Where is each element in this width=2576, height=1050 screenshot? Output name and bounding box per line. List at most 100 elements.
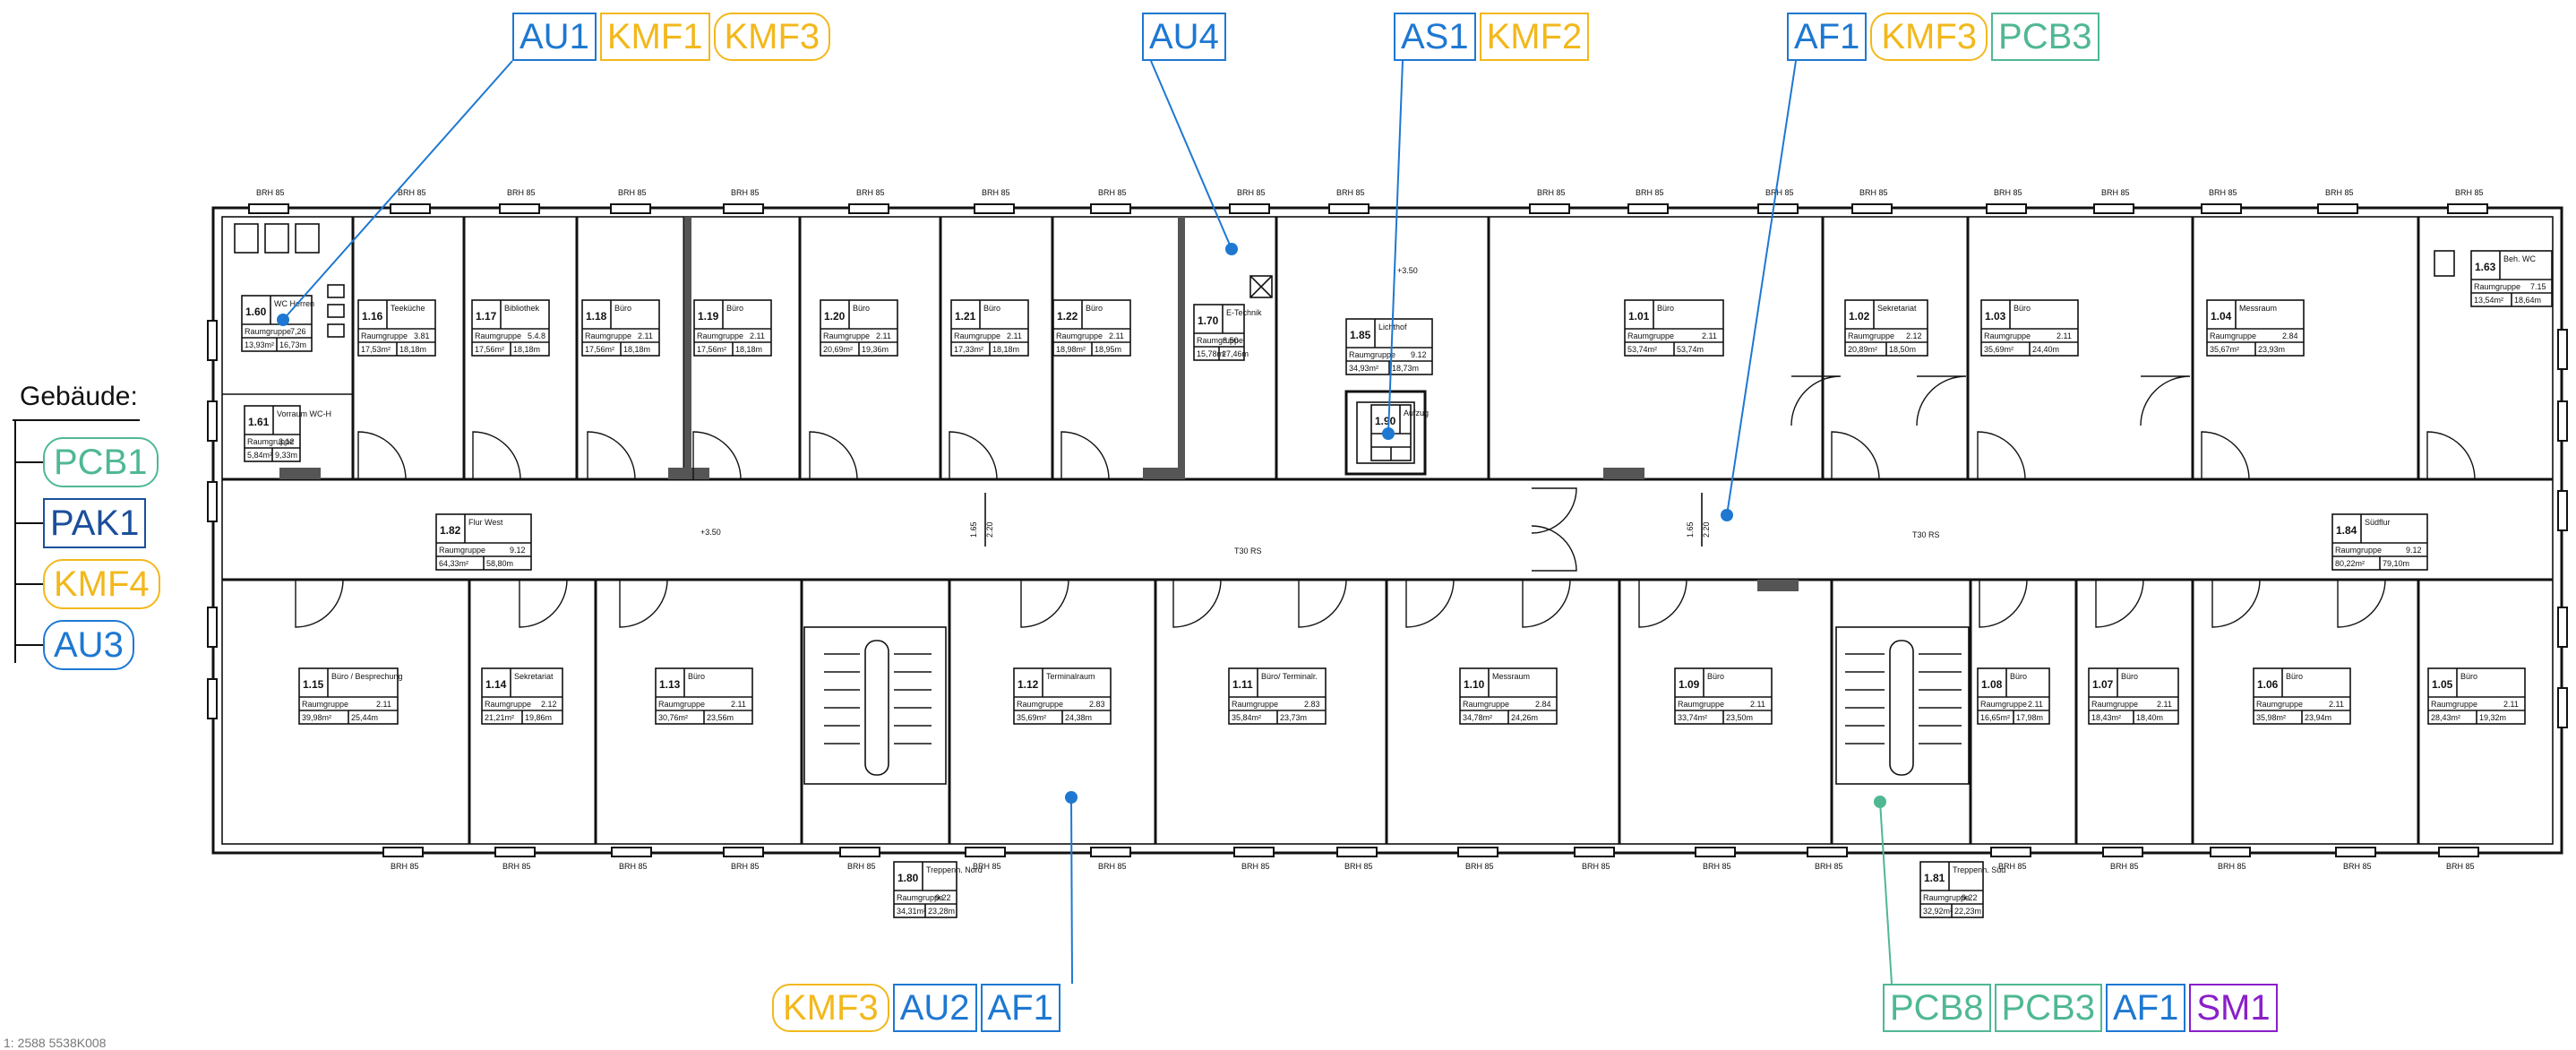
room-name: Beh. WC [2503,254,2537,263]
room-number: 1.84 [2336,524,2357,537]
room-number: 1.06 [2257,678,2279,691]
room-area-code: 2.11 [750,331,765,340]
legend-connector [14,461,43,463]
door-arc [1405,579,1455,628]
tag-af1: AF1 [1787,13,1868,61]
room-area-code: 9.22 [935,893,951,902]
window-east [2557,490,2568,531]
tag-kmf3: KMF3 [1870,13,1988,61]
room-area: 32,92m² [1923,907,1953,916]
door-arc [2426,431,2476,480]
room-perimeter: 23,56m [707,713,734,722]
room-area: 34,78m² [1463,713,1492,722]
south-walls [468,580,2420,844]
room-name: Büro [726,304,743,313]
door-arc [949,431,998,480]
room-perimeter: 19,86m [525,713,552,722]
room-number: 1.19 [698,310,719,323]
window-north [1986,203,2027,214]
window-north [2093,203,2134,214]
room-number: 1.17 [476,310,497,323]
room-perimeter: 24,40m [2032,345,2059,354]
room-name: Büro [2010,672,2027,681]
window-west [207,400,218,442]
room-perimeter: 23,94m [2305,713,2331,722]
room-group-label: Raumgruppe [697,331,743,340]
room-area: 17,56m² [585,345,614,354]
room-group-label: Raumgruppe [2210,331,2256,340]
window-label: BRH 85 [2455,188,2484,197]
room-number: 1.15 [303,678,324,691]
room-perimeter: 19,36m [862,345,889,354]
window-label: BRH 85 [1241,862,1270,871]
room-number: 1.16 [362,310,383,323]
room-area: 35,67m² [2210,345,2239,354]
room-name: Büro [2014,304,2031,313]
room-number: 1.10 [1464,678,1485,691]
room-name: Büro [1707,672,1724,681]
window-label: BRH 85 [619,862,648,871]
building-legend-bracket [14,419,16,663]
room-area: 13,54m² [2474,296,2503,305]
window-north [499,203,540,214]
room-area-code: 3.81 [414,331,430,340]
room-name: Büro [688,672,705,681]
door-arc [619,579,668,628]
window-south [2438,847,2479,857]
room-group-label: Raumgruppe [1627,331,1674,340]
leader-line [1726,60,1797,516]
room-perimeter: 58,80m [486,559,513,568]
window-label: BRH 85 [731,188,760,197]
window-west [207,481,218,522]
room-perimeter: 53,74m [1677,345,1704,354]
room-perimeter: 22,23m [1954,907,1981,916]
wc-fixtures [234,223,2455,338]
door-arc [1977,431,2026,480]
room-number: 1.18 [586,310,607,323]
room-perimeter: 16,73m [279,340,306,349]
room-number: 1.09 [1679,678,1700,691]
room-group-label: Raumgruppe [1232,700,1278,709]
room-area: 20,89m² [1848,345,1877,354]
door-arc [1790,375,1842,426]
leader-line [1387,60,1404,435]
window-label: BRH 85 [2343,862,2372,871]
room-number: 1.13 [659,678,681,691]
tag-af1: AF1 [980,984,1060,1032]
room-area: 30,76m² [658,713,688,722]
room-group-label: Raumgruppe [1984,331,2031,340]
room-name: Büro [614,304,631,313]
stair-south [1835,626,1970,785]
window-north [1529,203,1570,214]
door-arc [2211,579,2261,628]
room-area: 20,69m² [823,345,853,354]
room-name: Treppenh. Süd [1953,865,2005,874]
room-number: 1.70 [1198,314,1219,327]
legend-tag-kmf4: KMF4 [43,559,160,609]
building-legend-rule [13,419,140,421]
door-arc [2140,375,2191,426]
window-label: BRH 85 [1537,188,1566,197]
building-legend-item-pcb1: PCB1 [14,437,159,487]
tag-sm1: SM1 [2189,984,2278,1032]
room-perimeter: 18,40m [2136,713,2163,722]
room-group-label: Raumgruppe [658,700,705,709]
room-name: Messraum [2239,304,2277,313]
room-area: 15,78m² [1197,349,1226,358]
window-label: BRH 85 [2446,862,2475,871]
room-name: WC Herren [274,299,314,308]
legend-connector [14,522,43,524]
window-south [839,847,880,857]
room-number: 1.80 [897,872,919,884]
window-north [848,203,889,214]
room-area-code: 5.4.8 [528,331,545,340]
door-arc [1638,579,1687,628]
